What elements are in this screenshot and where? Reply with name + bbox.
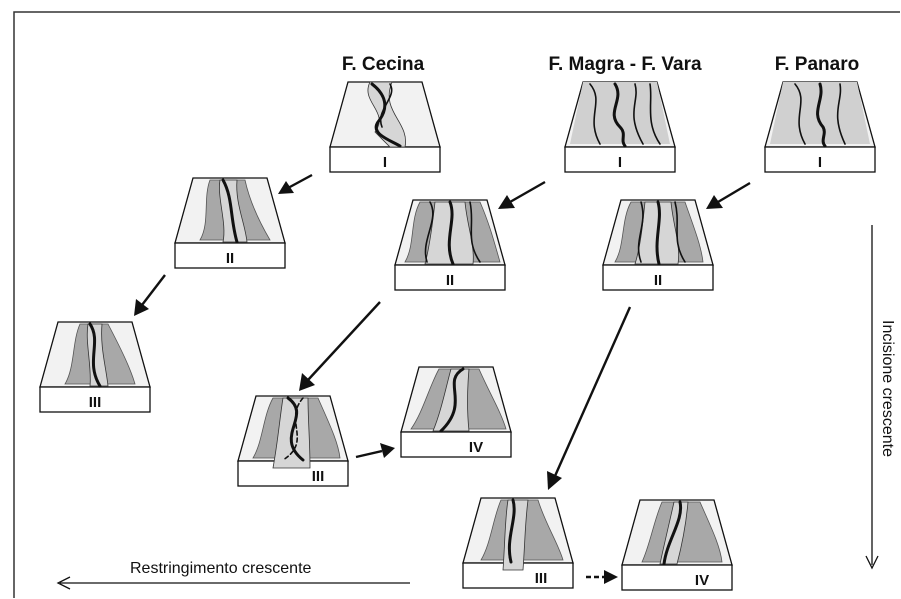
block-panaro-iii: III [462, 497, 574, 589]
block-cecina-iii: III [39, 321, 151, 413]
stage-label-ii: II [226, 250, 234, 267]
stage-label-iv: IV [695, 572, 709, 589]
arrow-panaro-ii-to-iii [547, 306, 632, 490]
stage-label-iii: III [535, 570, 548, 587]
block-panaro-ii: II [602, 199, 714, 291]
figure-frame [13, 11, 900, 598]
block-cecina-ii: II [174, 177, 286, 269]
arrow-panaro-i-to-ii [706, 181, 751, 209]
narrowing-axis-label: Restringimento crescente [130, 560, 312, 577]
block-magra-vara-iii: III [237, 395, 349, 487]
block-magra-vara-ii: II [394, 199, 506, 291]
arrow-magra-i-to-ii [498, 180, 546, 209]
block-magra-vara-iv: IV [400, 366, 512, 458]
incision-axis-arrow [865, 225, 879, 570]
stage-label-iv: IV [469, 439, 483, 456]
block-cecina-i: I [329, 81, 441, 173]
stage-label-iii: III [312, 468, 325, 485]
incision-axis-label: Incisione crescente [879, 320, 896, 457]
block-magra-vara-i: I [564, 81, 676, 173]
title-magra-vara: F. Magra - F. Vara [548, 54, 702, 75]
stage-label-ii: II [654, 272, 662, 289]
block-panaro-i: I [764, 81, 876, 173]
title-cecina: F. Cecina [342, 54, 425, 75]
stage-label-i: I [383, 154, 387, 171]
arrow-cecina-i-to-ii [278, 173, 313, 194]
stage-label-iii: III [89, 394, 102, 411]
arrow-panaro-iii-to-iv [586, 570, 618, 584]
narrowing-axis-arrow [56, 576, 410, 590]
arrow-magra-iii-to-iv [355, 443, 395, 459]
stage-label-ii: II [446, 272, 454, 289]
arrow-cecina-ii-to-iii [134, 274, 166, 316]
arrow-magra-ii-to-iii [299, 301, 381, 391]
block-panaro-iv: IV [621, 499, 733, 591]
stage-label-i: I [618, 154, 622, 171]
title-panaro: F. Panaro [775, 54, 859, 75]
stage-label-i: I [818, 154, 822, 171]
